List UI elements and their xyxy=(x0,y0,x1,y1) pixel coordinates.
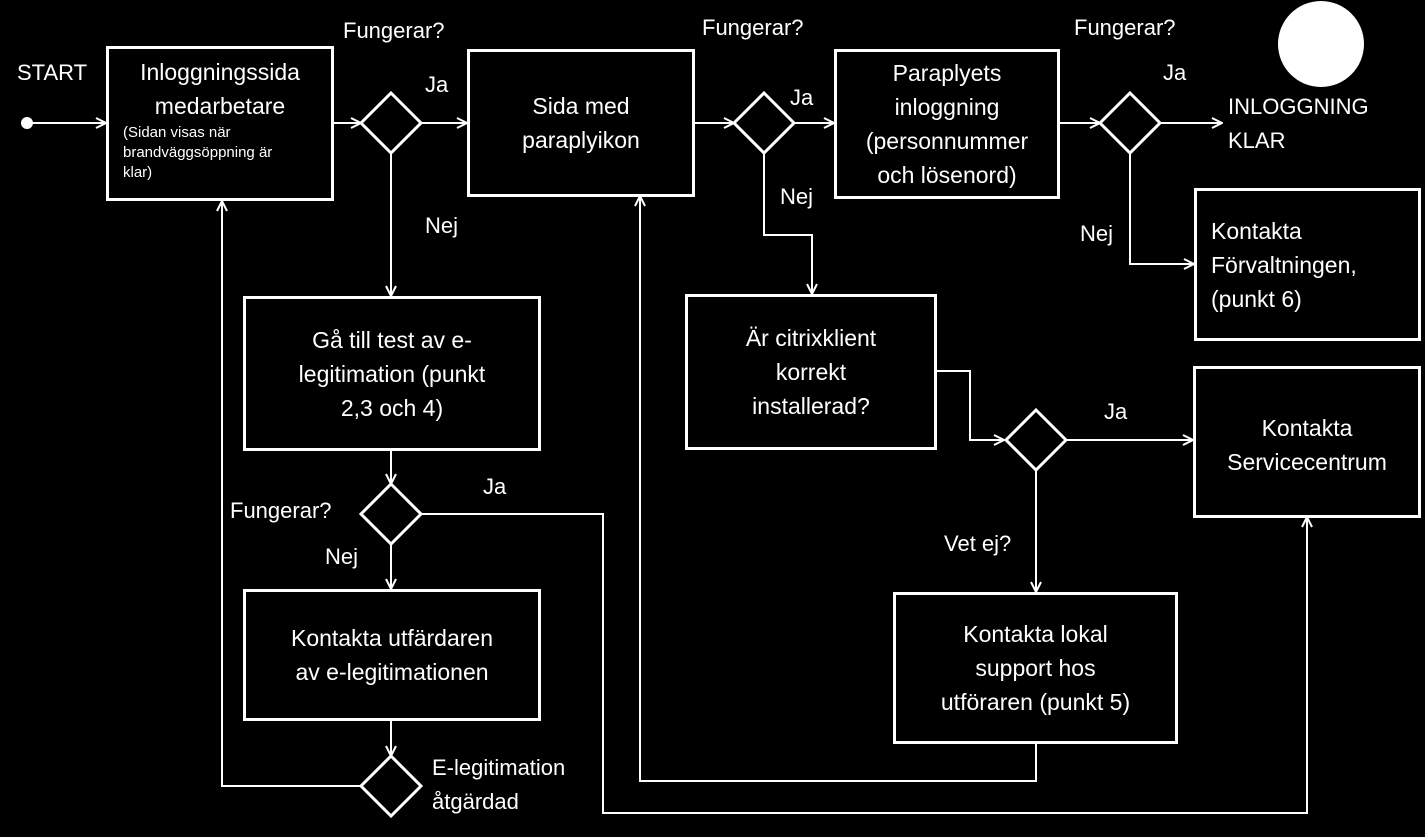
label-ja-5: Ja xyxy=(483,474,507,499)
node-inloggningssida: Inloggningssida medarbetare (Sidan visas… xyxy=(106,46,334,201)
node-text: Paraplyets xyxy=(892,60,1002,86)
end-circle xyxy=(1278,1,1364,87)
label-fungerar-4: Fungerar? xyxy=(230,498,332,523)
label-e-legitimation-atgardad-1: E-legitimation xyxy=(432,755,566,780)
label-fungerar-3: Fungerar? xyxy=(1074,15,1176,40)
node-text: Är citrixklient xyxy=(745,325,877,351)
node-text: Kontakta lokal xyxy=(963,621,1108,647)
label-nej-1: Nej xyxy=(425,213,459,238)
node-text: Gå till test av e- xyxy=(312,326,472,353)
node-text: medarbetare xyxy=(154,93,286,119)
node-note: klar) xyxy=(123,164,153,181)
node-text: Kontakta xyxy=(1211,217,1302,244)
node-text: (punkt 6) xyxy=(1211,285,1302,312)
label-ja-1: Ja xyxy=(425,72,449,97)
node-text: Sida med xyxy=(532,93,630,119)
label-start: START xyxy=(17,60,88,85)
node-paraplyets-inloggning: Paraplyets inloggning (personnummer och … xyxy=(834,49,1060,199)
decision-diamond-4 xyxy=(358,481,424,547)
decision-diamond-1 xyxy=(358,90,424,156)
arrow-d3-to-forvaltning xyxy=(1129,153,1194,264)
node-text: 2,3 och 4) xyxy=(340,394,444,421)
node-text: korrekt xyxy=(775,359,847,385)
label-ja-4: Ja xyxy=(1104,399,1128,424)
arrow-lokal-to-paraply xyxy=(640,196,1037,782)
node-text: Förvaltningen, xyxy=(1211,251,1357,278)
arrow-d2-to-citrix xyxy=(763,153,812,294)
node-kontakta-servicecentrum: Kontakta Servicecentrum xyxy=(1193,366,1421,518)
node-text: inloggning xyxy=(894,94,1000,120)
arrow-citrix-to-d5 xyxy=(937,370,1004,440)
node-note: brandväggsöppning är xyxy=(123,144,273,161)
node-text: och lösenord) xyxy=(877,162,1017,188)
node-test-e-legitimation: Gå till test av e- legitimation (punkt 2… xyxy=(243,296,541,451)
node-text: support hos xyxy=(975,655,1096,681)
node-sida-paraplyikon: Sida med paraplyikon xyxy=(467,49,695,197)
node-kontakta-utfardaren: Kontakta utfärdaren av e-legitimationen xyxy=(243,589,541,721)
node-text: av e-legitimationen xyxy=(295,659,489,685)
label-ja-3: Ja xyxy=(1163,60,1187,85)
label-inloggning-klar-2: KLAR xyxy=(1228,128,1286,153)
node-citrixklient: Är citrixklient korrekt installerad? xyxy=(685,294,937,450)
node-text: Kontakta utfärdaren xyxy=(290,625,494,651)
node-text: (personnummer xyxy=(865,128,1029,154)
node-text: installerad? xyxy=(752,393,870,419)
node-kontakta-lokal-support: Kontakta lokal support hos utföraren (pu… xyxy=(893,592,1178,744)
label-nej-4: Nej xyxy=(325,544,359,569)
decision-diamond-2 xyxy=(731,90,797,156)
node-text: paraplyikon xyxy=(522,127,640,153)
label-vet-ej: Vet ej? xyxy=(944,531,1012,556)
node-kontakta-forvaltningen: Kontakta Förvaltningen, (punkt 6) xyxy=(1194,188,1421,341)
node-text: utföraren (punkt 5) xyxy=(940,689,1131,715)
node-text: Servicecentrum xyxy=(1227,449,1387,475)
decision-diamond-5 xyxy=(1003,407,1069,473)
decision-diamond-6 xyxy=(358,753,424,819)
arrow-d4-to-service xyxy=(421,513,1307,814)
label-e-legitimation-atgardad-2: åtgärdad xyxy=(432,789,519,814)
label-ja-2: Ja xyxy=(790,85,814,110)
label-nej-3: Nej xyxy=(1080,221,1114,246)
node-text: Inloggningssida xyxy=(140,59,300,85)
node-text: legitimation (punkt xyxy=(298,360,486,387)
decision-diamond-3 xyxy=(1097,90,1163,156)
node-note: (Sidan visas när xyxy=(123,124,231,141)
label-fungerar-2: Fungerar? xyxy=(702,15,804,40)
label-fungerar-1: Fungerar? xyxy=(343,18,445,43)
label-inloggning-klar-1: INLOGGNING xyxy=(1228,94,1369,119)
label-nej-2: Nej xyxy=(780,184,814,209)
node-text: Kontakta xyxy=(1261,415,1353,441)
arrow-d6-to-login xyxy=(222,201,361,787)
